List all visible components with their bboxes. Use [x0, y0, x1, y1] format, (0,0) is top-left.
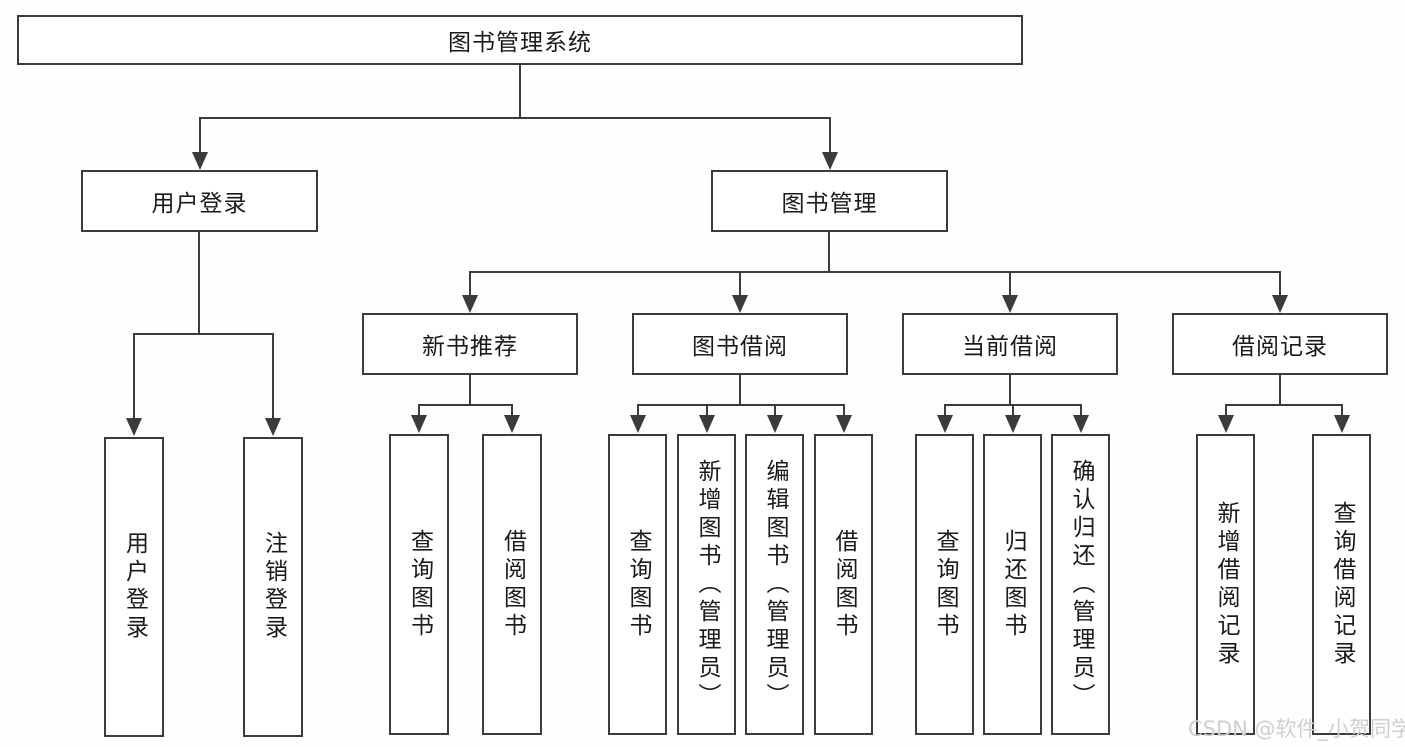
- arrow-user-login-leaf-1: [126, 418, 142, 436]
- connector-nbr-bus: [418, 404, 512, 406]
- node-label: 图书借阅: [692, 334, 788, 360]
- connector-root-stem: [519, 65, 521, 118]
- node-label: 查询图书: [932, 528, 958, 641]
- node-user-login[interactable]: 用户登录: [81, 170, 318, 232]
- connector-nbr-stem: [469, 375, 471, 406]
- node-label: 新书推荐: [422, 334, 518, 360]
- connector-root-to-book-management: [829, 117, 831, 153]
- arrow-bm-to-book-borrow: [732, 295, 748, 313]
- connector-bb-drop-4: [843, 404, 845, 416]
- arrow-br-leaf-2: [1334, 415, 1350, 433]
- node-root-book-management-system[interactable]: 图书管理系统: [17, 15, 1023, 65]
- leaf-bb-query-book[interactable]: 查询图书: [608, 434, 667, 735]
- node-label: 借阅图书: [499, 528, 526, 641]
- node-label: 注销登录: [260, 531, 287, 643]
- connector-user-login-bus: [133, 333, 274, 335]
- arrow-nbr-leaf-2: [504, 415, 520, 433]
- arrow-bm-to-borrow-record: [1272, 295, 1288, 313]
- connector-bb-drop-2: [706, 404, 708, 416]
- leaf-br-add-record[interactable]: 新增借阅记录: [1196, 434, 1255, 735]
- leaf-bb-borrow-book[interactable]: 借阅图书: [814, 434, 873, 735]
- arrow-user-login-leaf-2: [265, 418, 281, 436]
- node-label: 确认归还（管理员）: [1068, 458, 1094, 711]
- connector-user-login-stem: [198, 232, 200, 335]
- connector-cb-drop-1: [944, 404, 946, 416]
- node-label: 当前借阅: [962, 334, 1058, 360]
- node-label: 借阅记录: [1232, 334, 1328, 360]
- node-borrow-record[interactable]: 借阅记录: [1172, 313, 1388, 375]
- leaf-nbr-borrow-book[interactable]: 借阅图书: [482, 434, 542, 735]
- connector-bb-drop-3: [774, 404, 776, 416]
- connector-br-bus: [1225, 404, 1342, 406]
- leaf-br-query-record[interactable]: 查询借阅记录: [1312, 434, 1371, 735]
- connector-cb-stem: [1009, 375, 1011, 406]
- arrow-bb-leaf-1: [630, 415, 646, 433]
- arrow-bb-leaf-3: [767, 415, 783, 433]
- node-current-borrow[interactable]: 当前借阅: [902, 313, 1118, 375]
- connector-root-to-user-login: [199, 117, 201, 153]
- node-label: 新增借阅记录: [1213, 500, 1239, 669]
- arrow-br-leaf-1: [1218, 415, 1234, 433]
- node-label: 图书管理系统: [448, 30, 592, 56]
- node-label: 查询图书: [625, 528, 651, 641]
- connector-br-drop-1: [1225, 404, 1227, 416]
- arrow-bb-leaf-4: [836, 415, 852, 433]
- connector-book-management-stem: [828, 232, 830, 273]
- arrow-root-to-book-management: [822, 152, 838, 170]
- node-label: 查询借阅记录: [1329, 500, 1355, 669]
- connector-user-login-drop-2: [272, 333, 274, 419]
- connector-bm-drop-2: [739, 271, 741, 296]
- node-book-management[interactable]: 图书管理: [711, 170, 948, 232]
- node-label: 编辑图书（管理员）: [762, 458, 788, 711]
- connector-br-stem: [1279, 375, 1281, 406]
- connector-root-bus: [199, 117, 830, 119]
- connector-nbr-drop-1: [418, 404, 420, 416]
- leaf-bb-add-book-admin[interactable]: 新增图书（管理员）: [677, 434, 736, 735]
- arrow-cb-leaf-1: [937, 415, 953, 433]
- connector-bm-drop-4: [1279, 271, 1281, 296]
- leaf-cb-query-book[interactable]: 查询图书: [915, 434, 974, 735]
- arrow-bm-to-current-borrow: [1002, 295, 1018, 313]
- leaf-nbr-query-book[interactable]: 查询图书: [389, 434, 449, 735]
- leaf-user-login-login[interactable]: 用户登录: [104, 437, 164, 737]
- connector-book-management-bus: [469, 271, 1280, 273]
- node-new-book-recommend[interactable]: 新书推荐: [362, 313, 578, 375]
- arrow-cb-leaf-2: [1005, 415, 1021, 433]
- node-label: 用户登录: [151, 191, 248, 217]
- node-label: 归还图书: [1000, 528, 1026, 641]
- connector-bb-stem: [739, 375, 741, 406]
- leaf-bb-edit-book-admin[interactable]: 编辑图书（管理员）: [745, 434, 804, 735]
- connector-br-drop-2: [1341, 404, 1343, 416]
- connector-nbr-drop-2: [511, 404, 513, 416]
- leaf-cb-return-book[interactable]: 归还图书: [983, 434, 1042, 735]
- leaf-cb-confirm-return-admin[interactable]: 确认归还（管理员）: [1051, 434, 1110, 735]
- arrow-cb-leaf-3: [1073, 415, 1089, 433]
- connector-bm-drop-1: [469, 271, 471, 296]
- arrow-root-to-user-login: [192, 152, 208, 170]
- connector-cb-drop-3: [1080, 404, 1082, 416]
- node-label: 用户登录: [121, 531, 148, 643]
- arrow-nbr-leaf-1: [411, 415, 427, 433]
- node-label: 新增图书（管理员）: [694, 458, 720, 711]
- node-label: 图书管理: [781, 191, 878, 217]
- connector-bb-drop-1: [637, 404, 639, 416]
- connector-user-login-drop-1: [133, 333, 135, 419]
- arrow-bm-to-new-book-recommend: [462, 295, 478, 313]
- connector-cb-drop-2: [1012, 404, 1014, 416]
- connector-bb-bus: [637, 404, 844, 406]
- node-label: 查询图书: [406, 528, 433, 641]
- arrow-bb-leaf-2: [699, 415, 715, 433]
- leaf-user-login-logout[interactable]: 注销登录: [243, 437, 303, 737]
- node-label: 借阅图书: [831, 528, 857, 641]
- connector-bm-drop-3: [1009, 271, 1011, 296]
- node-book-borrow[interactable]: 图书借阅: [632, 313, 848, 375]
